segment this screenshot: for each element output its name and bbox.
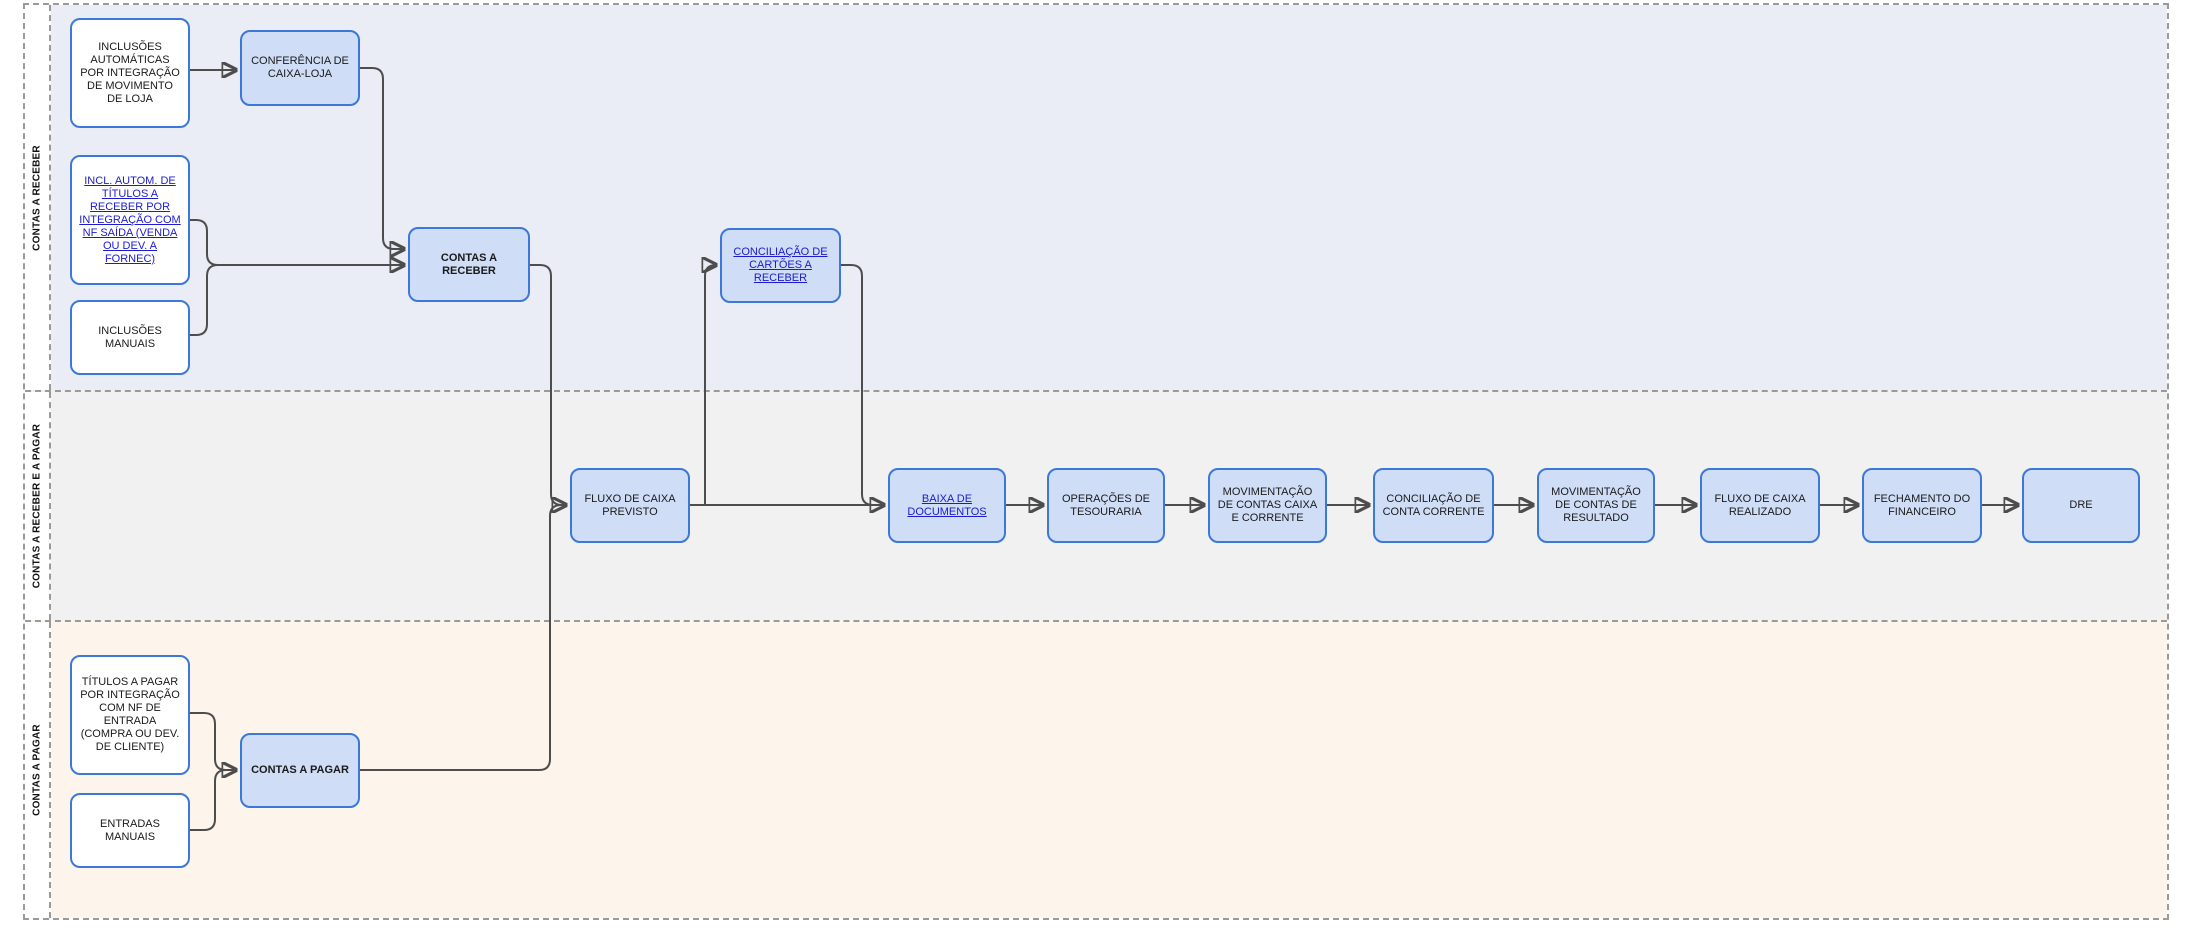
node-label: INCLUSÕES AUTOMÁTICAS POR INTEGRAÇÃO DE …	[80, 40, 180, 105]
node-label: TÍTULOS A PAGAR POR INTEGRAÇÃO COM NF DE…	[80, 676, 180, 753]
node-conciliacao-de-cartoes-a-receber: CONCILIAÇÃO DE CARTÕES A RECEBER	[720, 228, 841, 303]
node-dre: DRE	[2022, 468, 2140, 543]
node-label: ENTRADAS MANUAIS	[100, 817, 160, 843]
node-incl-autom-titulos-a-receber: INCL. AUTOM. DE TÍTULOS A RECEBER POR IN…	[70, 155, 190, 285]
node-conciliacao-de-conta-corrente: CONCILIAÇÃO DE CONTA CORRENTE	[1373, 468, 1494, 543]
node-label: FLUXO DE CAIXA REALIZADO	[1714, 492, 1806, 518]
node-movimentacao-de-contas-de-resultado: MOVIMENTAÇÃO DE CONTAS DE RESULTADO	[1537, 468, 1655, 543]
node-label: MOVIMENTAÇÃO DE CONTAS DE RESULTADO	[1551, 486, 1641, 524]
link-incl-autom-titulos-a-receber[interactable]: INCL. AUTOM. DE TÍTULOS A RECEBER POR IN…	[79, 174, 181, 265]
lane-header-contas-a-receber: CONTAS A RECEBER	[25, 5, 51, 390]
node-label: CONCILIAÇÃO DE CONTA CORRENTE	[1382, 492, 1485, 518]
lane-label: CONTAS A RECEBER	[31, 144, 43, 251]
node-fluxo-de-caixa-previsto: FLUXO DE CAIXA PREVISTO	[570, 468, 690, 543]
node-label: INCLUSÕES MANUAIS	[98, 324, 162, 350]
lane-label: CONTAS A RECEBER E A PAGAR	[31, 423, 43, 589]
node-inclusoes-manuais: INCLUSÕES MANUAIS	[70, 300, 190, 375]
node-titulos-a-pagar: TÍTULOS A PAGAR POR INTEGRAÇÃO COM NF DE…	[70, 655, 190, 775]
node-contas-a-pagar: CONTAS A PAGAR	[240, 733, 360, 808]
node-label: CONFERÊNCIA DE CAIXA-LOJA	[251, 55, 349, 80]
link-baixa-de-documentos[interactable]: BAIXA DE DOCUMENTOS	[907, 492, 987, 518]
lane-header-contas-a-pagar: CONTAS A PAGAR	[25, 622, 51, 918]
node-label: CONTAS A RECEBER	[440, 251, 498, 277]
link-conciliacao-de-cartoes-a-receber[interactable]: CONCILIAÇÃO DE CARTÕES A RECEBER	[733, 246, 828, 284]
node-baixa-de-documentos: BAIXA DE DOCUMENTOS	[888, 468, 1006, 543]
node-label: FECHAMENTO DO FINANCEIRO	[1873, 492, 1971, 518]
node-label: DRE	[2069, 499, 2093, 511]
node-label: CONTAS A PAGAR	[251, 764, 349, 776]
node-inclusoes-automaticas: INCLUSÕES AUTOMÁTICAS POR INTEGRAÇÃO DE …	[70, 18, 190, 128]
node-label: MOVIMENTAÇÃO DE CONTAS CAIXA E CORRENTE	[1217, 486, 1318, 524]
node-conferencia-de-caixa-loja: CONFERÊNCIA DE CAIXA-LOJA	[240, 30, 360, 106]
node-contas-a-receber: CONTAS A RECEBER	[408, 227, 530, 302]
node-fechamento-do-financeiro: FECHAMENTO DO FINANCEIRO	[1862, 468, 1982, 543]
node-operacoes-de-tesouraria: OPERAÇÕES DE TESOURARIA	[1047, 468, 1165, 543]
node-movimentacao-de-contas-caixa-e-corrente: MOVIMENTAÇÃO DE CONTAS CAIXA E CORRENTE	[1208, 468, 1327, 543]
lane-label: CONTAS A PAGAR	[31, 724, 43, 816]
node-label: FLUXO DE CAIXA PREVISTO	[584, 492, 676, 518]
lane-header-contas-a-receber-e-a-pagar: CONTAS A RECEBER E A PAGAR	[25, 392, 51, 620]
node-label: OPERAÇÕES DE TESOURARIA	[1061, 492, 1151, 518]
node-fluxo-de-caixa-realizado: FLUXO DE CAIXA REALIZADO	[1700, 468, 1820, 543]
node-entradas-manuais: ENTRADAS MANUAIS	[70, 793, 190, 868]
